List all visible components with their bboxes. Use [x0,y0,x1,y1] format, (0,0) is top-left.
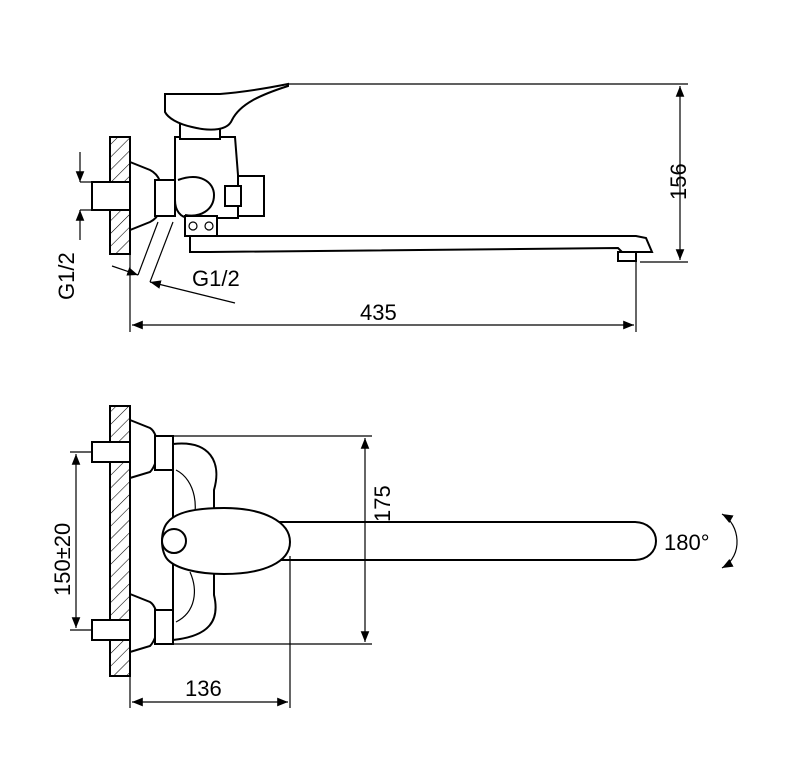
rotation-label: 180° [664,530,710,555]
dim-spacing-label: 150±20 [50,523,75,596]
spout [189,235,654,253]
dim-projection-label: 136 [185,676,222,701]
dim-height-label: 156 [666,163,691,200]
handle-top [161,506,292,576]
body-bulge [177,176,216,217]
lever-handle [164,82,289,131]
upper-nut [154,435,174,471]
side-view: G1/2 G1/2 156 435 [54,82,691,332]
top-view: 150±20 175 136 180° [50,405,738,708]
aerator [617,251,637,262]
lower-nut [154,609,174,645]
dim-length-label: 435 [360,300,397,325]
rotation-arrow-icon [721,513,738,569]
upper-pipe [91,441,131,463]
body-top-neck-lower [175,571,195,623]
eccentric-nut [154,179,176,217]
dim-depth-label: 175 [370,485,395,522]
upper-escutcheon [129,418,159,480]
handle-boss [161,528,187,554]
spout-swivel [184,215,218,237]
thread-label-wall: G1/2 [54,252,79,300]
wall-section-top [109,405,131,677]
spout-top [204,521,658,561]
lower-escutcheon [129,592,159,654]
diverter-stem [224,185,242,207]
lower-pipe [91,619,131,641]
thread-label-inlet: G1/2 [192,266,240,291]
wall-pipe [91,181,133,211]
